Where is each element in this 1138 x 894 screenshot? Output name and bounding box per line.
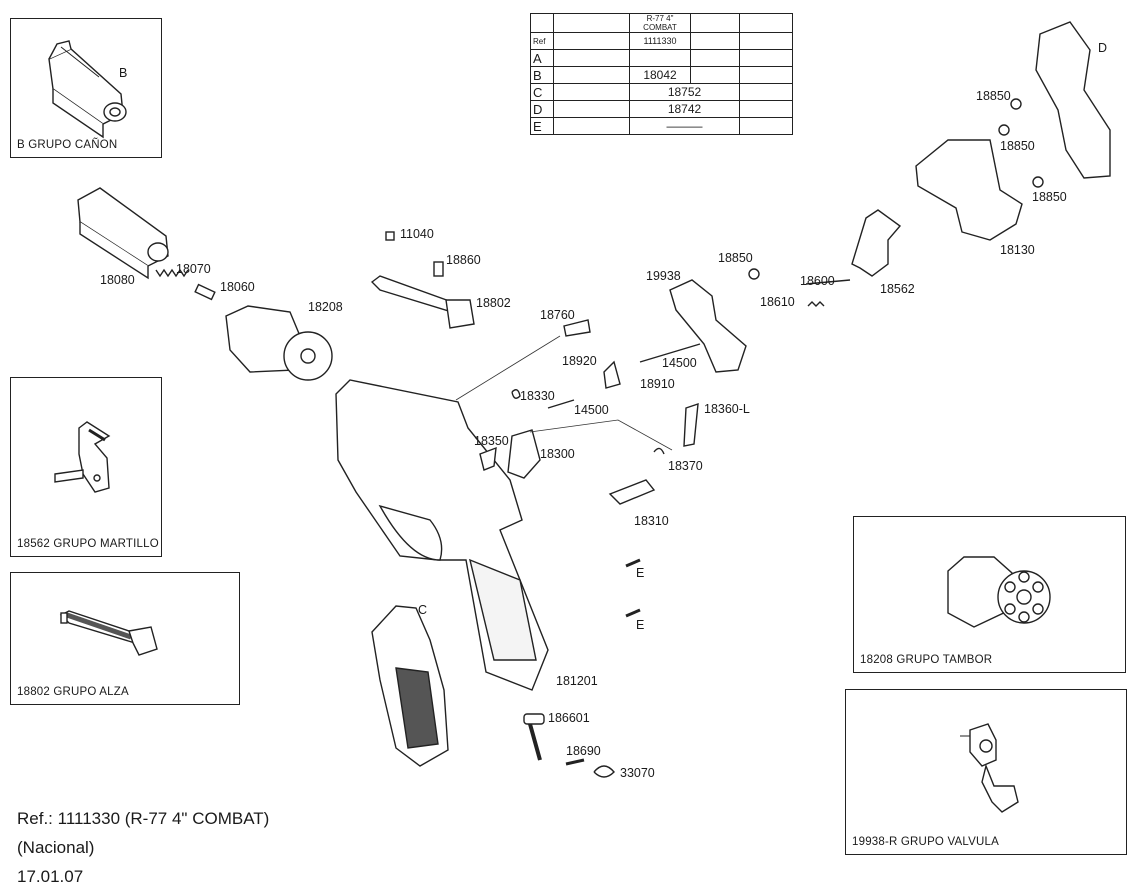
part-186601 bbox=[523, 713, 545, 725]
label-181201: 181201 bbox=[556, 674, 598, 688]
label-18850: 18850 bbox=[1032, 190, 1067, 204]
label-18600: 18600 bbox=[800, 274, 835, 288]
label-18300: 18300 bbox=[540, 447, 575, 461]
grip-D bbox=[1035, 21, 1111, 179]
trigger-18300 bbox=[507, 429, 541, 479]
label-18060: 18060 bbox=[220, 280, 255, 294]
label-18350: 18350 bbox=[474, 434, 509, 448]
label-18310: 18310 bbox=[634, 514, 669, 528]
label-18850: 18850 bbox=[718, 251, 753, 265]
part-18920 bbox=[603, 360, 621, 389]
label-18850: 18850 bbox=[976, 89, 1011, 103]
label-18850: 18850 bbox=[1000, 139, 1035, 153]
label-E: E bbox=[636, 618, 645, 632]
label-D: D bbox=[1098, 41, 1108, 55]
label-C: C bbox=[418, 603, 428, 617]
part-18360-L bbox=[683, 402, 699, 447]
pin-14500 bbox=[547, 399, 575, 409]
label-18920: 18920 bbox=[562, 354, 597, 368]
label-18080: 18080 bbox=[100, 273, 135, 287]
pin-E bbox=[625, 608, 641, 618]
table-header-row: R-77 4"COMBAT bbox=[530, 13, 793, 33]
label-14500a: 14500 bbox=[662, 356, 697, 370]
spring-18370 bbox=[653, 447, 665, 455]
inset-grupo-alza: 18802 GRUPO ALZA bbox=[10, 572, 240, 705]
rear-sight-group-drawing bbox=[59, 610, 158, 656]
label-18070: 18070 bbox=[176, 262, 211, 276]
screw-18850 bbox=[748, 268, 760, 280]
label-18802: 18802 bbox=[476, 296, 511, 310]
pin-18060 bbox=[194, 283, 216, 301]
pin-18690 bbox=[565, 758, 585, 766]
side-plate-18130 bbox=[915, 139, 1023, 241]
reference-origin: (Nacional) bbox=[17, 838, 95, 857]
part-18310 bbox=[608, 479, 656, 505]
spring-18860 bbox=[433, 261, 444, 277]
label-18370: 18370 bbox=[668, 459, 703, 473]
inset-grupo-tambor: 18208 GRUPO TAMBOR bbox=[853, 516, 1126, 673]
label-18562: 18562 bbox=[880, 282, 915, 296]
screw-18850 bbox=[1010, 98, 1022, 110]
label-18910: 18910 bbox=[640, 377, 675, 391]
label-18860: 18860 bbox=[446, 253, 481, 267]
inset-caption: 19938-R GRUPO VALVULA bbox=[852, 836, 999, 848]
inset-grupo-valvula: 19938-R GRUPO VALVULA bbox=[845, 689, 1127, 855]
reference-date: 17.01.07 bbox=[17, 867, 84, 886]
pin-14500 bbox=[639, 343, 701, 363]
inset-caption: B GRUPO CAÑON bbox=[17, 139, 118, 151]
part-33070 bbox=[593, 765, 615, 778]
label-18610: 18610 bbox=[760, 295, 795, 309]
label-B: B bbox=[119, 66, 128, 80]
label-E: E bbox=[636, 566, 645, 580]
inset-grupo-martillo: 18562 GRUPO MARTILLO bbox=[10, 377, 162, 557]
table-ref-row: Ref 1111330 bbox=[530, 32, 793, 50]
label-186601: 186601 bbox=[548, 711, 590, 725]
label-19938: 19938 bbox=[646, 269, 681, 283]
rear-sight-18802 bbox=[370, 275, 453, 313]
label-18690: 18690 bbox=[566, 744, 601, 758]
cylinder-group-drawing bbox=[947, 556, 1051, 628]
screw-18850 bbox=[998, 124, 1010, 136]
spring-18070 bbox=[155, 268, 189, 278]
label-18760: 18760 bbox=[540, 308, 575, 322]
label-18360-L: 18360-L bbox=[704, 402, 750, 416]
spring-18610 bbox=[807, 301, 825, 307]
screw-18850 bbox=[1032, 176, 1044, 188]
hammer-18562 bbox=[851, 209, 902, 277]
pin-18600 bbox=[805, 279, 851, 285]
label-11040: 11040 bbox=[400, 227, 434, 241]
label-18330: 18330 bbox=[520, 389, 555, 403]
part-18350 bbox=[479, 446, 497, 471]
part-11040 bbox=[385, 231, 395, 241]
inset-caption: 18802 GRUPO ALZA bbox=[17, 686, 129, 698]
label-33070: 33070 bbox=[620, 766, 655, 780]
inset-caption: 18208 GRUPO TAMBOR bbox=[860, 654, 993, 666]
table-row: E——— bbox=[530, 117, 793, 135]
label-18130: 18130 bbox=[1000, 243, 1035, 257]
valve-group-drawing bbox=[960, 723, 1019, 813]
inset-caption: 18562 GRUPO MARTILLO bbox=[17, 538, 159, 550]
valve-19938 bbox=[669, 279, 747, 373]
spring-18330 bbox=[511, 389, 521, 399]
part-18760 bbox=[563, 319, 591, 337]
barrel-group-drawing bbox=[48, 40, 127, 139]
inset-grupo-canon: B B GRUPO CAÑON bbox=[10, 18, 162, 158]
label-18208: 18208 bbox=[308, 300, 343, 314]
pin-E bbox=[625, 558, 641, 568]
reference-line: Ref.: 1111330 (R-77 4" COMBAT) bbox=[17, 809, 270, 828]
hammer-group-drawing bbox=[54, 421, 111, 493]
label-14500b: 14500 bbox=[574, 403, 609, 417]
